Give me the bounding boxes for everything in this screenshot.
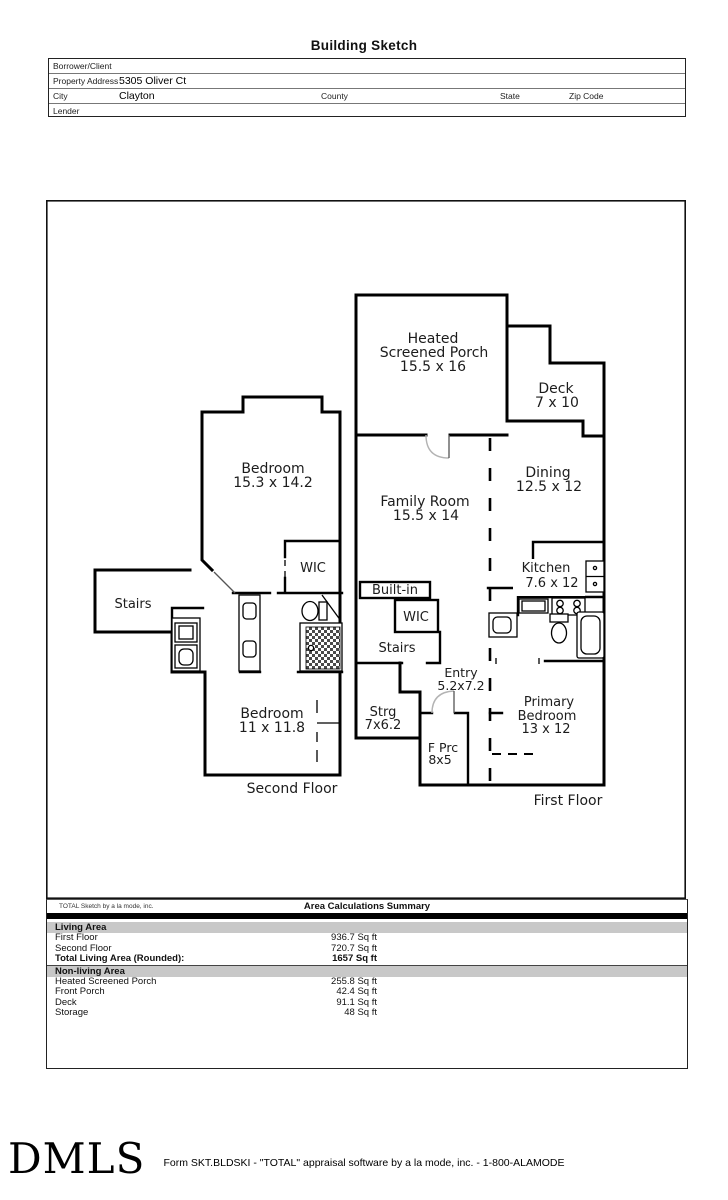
city-label: City bbox=[53, 91, 68, 101]
label-strg-1: Strg bbox=[370, 705, 397, 720]
label-second-floor: Second Floor bbox=[247, 781, 338, 797]
label-bedroom1-2: 15.3 x 14.2 bbox=[233, 475, 313, 491]
row-value: 1657 Sq ft bbox=[332, 953, 377, 964]
address-label: Property Address bbox=[53, 76, 119, 86]
table-row: Deck 91.1 Sq ft bbox=[47, 996, 687, 1009]
kitchen-label-bg bbox=[513, 559, 585, 596]
label-deck-1: Deck bbox=[538, 381, 574, 397]
label-kitchen-1: Kitchen bbox=[522, 561, 571, 576]
row-label: Storage bbox=[55, 1007, 89, 1018]
kitchen-fixtures bbox=[518, 560, 605, 616]
row-label: Front Porch bbox=[55, 986, 105, 997]
address-value: 5305 Oliver Ct bbox=[119, 75, 187, 87]
row-lender: Lender bbox=[49, 104, 685, 116]
summary-header: TOTAL Sketch by a la mode, inc. Area Cal… bbox=[47, 900, 687, 913]
row-value: 48 Sq ft bbox=[344, 1007, 377, 1018]
label-first-floor: First Floor bbox=[534, 793, 603, 809]
row-value: 91.1 Sq ft bbox=[336, 996, 377, 1008]
summary-divider-band bbox=[47, 913, 687, 919]
nonliving-area-header: Non-living Area bbox=[47, 965, 687, 977]
second-floor-walls bbox=[93, 395, 344, 777]
dashed-walls bbox=[488, 438, 540, 783]
built-in-box bbox=[358, 580, 432, 600]
row-label: First Floor bbox=[55, 932, 98, 943]
label-dining-1: Dining bbox=[525, 465, 570, 481]
shower-tile bbox=[305, 626, 341, 670]
row-label: Total Living Area (Rounded): bbox=[55, 953, 185, 964]
page-title: Building Sketch bbox=[310, 38, 418, 53]
label-stairs-first: Stairs bbox=[378, 641, 415, 656]
row-value: 720.7 Sq ft bbox=[331, 942, 377, 954]
label-family-room-1: Family Room bbox=[380, 494, 469, 510]
dmls-logo: DMLS bbox=[8, 1134, 146, 1183]
sketch-border bbox=[46, 200, 686, 899]
living-area-header: Living Area bbox=[47, 922, 687, 933]
row-label: Second Floor bbox=[55, 942, 112, 954]
label-wic-first: WIC bbox=[403, 610, 429, 625]
first-floor-wic-box bbox=[393, 598, 440, 634]
row-address: Property Address 5305 Oliver Ct bbox=[49, 74, 685, 89]
borrower-label: Borrower/Client bbox=[53, 61, 112, 71]
row-city: City Clayton County State Zip Code bbox=[49, 89, 685, 104]
table-row: Heated Screened Porch 255.8 Sq ft bbox=[47, 975, 687, 988]
row-label: Heated Screened Porch bbox=[55, 975, 157, 987]
row-value: 42.4 Sq ft bbox=[336, 986, 377, 997]
label-primary-2: Bedroom bbox=[518, 709, 577, 724]
thin-partitions bbox=[284, 560, 540, 762]
label-fprc-1: F Prc bbox=[428, 740, 458, 755]
state-label: State bbox=[500, 91, 520, 101]
area-calculations-summary: TOTAL Sketch by a la mode, inc. Area Cal… bbox=[46, 899, 688, 1069]
label-wic-second: WIC bbox=[300, 561, 326, 576]
lender-label: Lender bbox=[53, 106, 80, 116]
table-row: Second Floor 720.7 Sq ft bbox=[47, 942, 687, 955]
row-value: 936.7 Sq ft bbox=[331, 932, 377, 943]
total-living-area-row: Total Living Area (Rounded): 1657 Sq ft bbox=[47, 953, 687, 966]
label-strg-2: 7x6.2 bbox=[365, 718, 402, 733]
label-bedroom2-1: Bedroom bbox=[240, 706, 303, 722]
door-swings bbox=[213, 434, 455, 714]
zip-label: Zip Code bbox=[569, 91, 604, 101]
first-floor-bath-fixtures bbox=[488, 611, 605, 659]
row-value: 255.8 Sq ft bbox=[331, 975, 377, 987]
label-bedroom1-1: Bedroom bbox=[241, 461, 304, 477]
label-built-in: Built-in bbox=[372, 583, 418, 598]
second-floor-bath-fixtures bbox=[171, 594, 343, 672]
label-deck-2: 7 x 10 bbox=[535, 395, 579, 411]
label-heated-porch-1: Heated bbox=[408, 331, 459, 347]
form-footer-text: Form SKT.BLDSKI - "TOTAL" appraisal soft… bbox=[163, 1157, 565, 1169]
table-row: Storage 48 Sq ft bbox=[47, 1007, 687, 1019]
label-family-room-2: 15.5 x 14 bbox=[393, 508, 459, 524]
first-floor-walls bbox=[354, 293, 606, 787]
label-kitchen-2: 7.6 x 12 bbox=[525, 576, 578, 591]
label-stairs-second: Stairs bbox=[114, 597, 151, 612]
table-row: First Floor 936.7 Sq ft bbox=[47, 932, 687, 944]
label-entry-1: Entry bbox=[444, 665, 478, 680]
summary-attribution: TOTAL Sketch by a la mode, inc. bbox=[59, 903, 154, 910]
row-borrower: Borrower/Client bbox=[49, 59, 685, 74]
floor-plan-sketch: Heated Screened Porch 15.5 x 16 Deck 7 x… bbox=[46, 200, 686, 899]
room-labels: Heated Screened Porch 15.5 x 16 Deck 7 x… bbox=[114, 331, 602, 809]
label-heated-porch-2: Screened Porch bbox=[380, 345, 489, 361]
county-label: County bbox=[321, 91, 348, 101]
label-primary-3: 13 x 12 bbox=[521, 722, 570, 737]
row-label: Deck bbox=[55, 996, 77, 1008]
table-row: Front Porch 42.4 Sq ft bbox=[47, 986, 687, 998]
label-primary-1: Primary bbox=[524, 695, 575, 710]
label-entry-2: 5.2x7.2 bbox=[437, 678, 484, 693]
label-dining-2: 12.5 x 12 bbox=[516, 479, 582, 495]
label-bedroom2-2: 11 x 11.8 bbox=[239, 720, 305, 736]
label-heated-porch-3: 15.5 x 16 bbox=[400, 359, 466, 375]
city-value: Clayton bbox=[119, 90, 155, 102]
summary-title: Area Calculations Summary bbox=[303, 901, 431, 912]
property-info-table: Borrower/Client Property Address 5305 Ol… bbox=[48, 58, 686, 117]
label-fprc-2: 8x5 bbox=[428, 752, 451, 767]
